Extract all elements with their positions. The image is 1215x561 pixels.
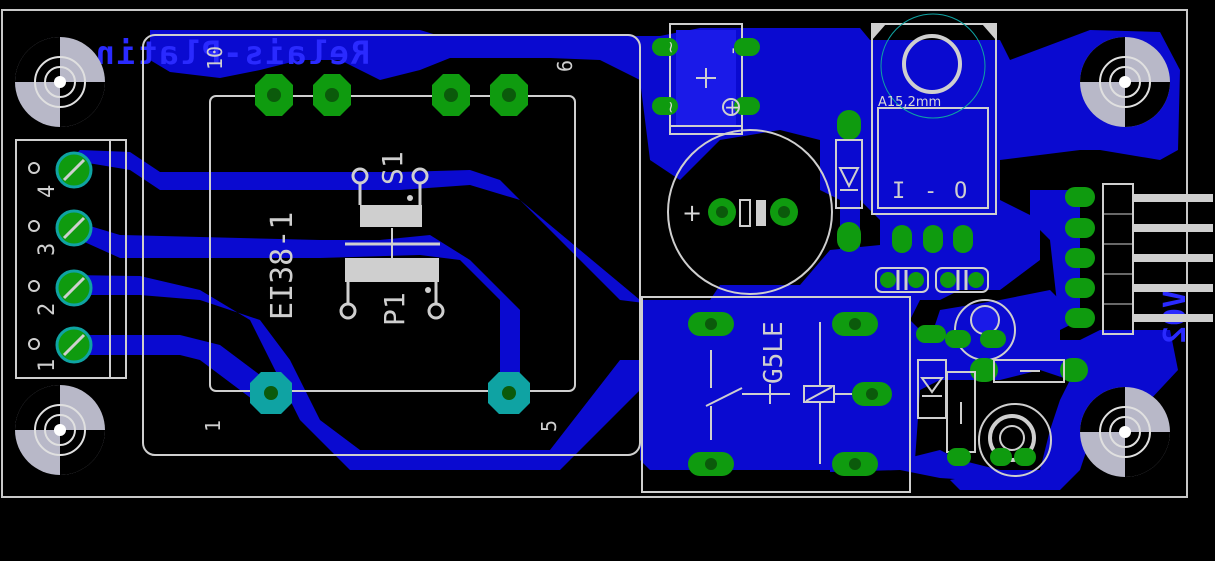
pin-header — [1065, 183, 1213, 335]
fuse-p1: P1 — [339, 258, 445, 326]
elko-plus: + — [682, 199, 702, 227]
screw-terminal: 4 3 2 1 — [15, 139, 127, 379]
bridge-rectifier: ~ - ~ + — [652, 23, 760, 135]
switch-s1: S1 — [345, 151, 440, 260]
transformer-name: EI38-1 — [265, 212, 300, 320]
mirrored-board-title: Relais-Platine — [72, 34, 370, 72]
mounting-hole-top-left — [15, 37, 105, 127]
relay-g5le: G5LE — [641, 296, 911, 493]
resistor-r1 — [970, 358, 1088, 383]
ceramic-capacitors — [875, 267, 989, 293]
bridge-ac2: ~ — [661, 101, 680, 114]
fuse-label: P1 — [378, 292, 411, 326]
board-outline — [1, 9, 1188, 498]
led — [978, 403, 1052, 477]
terminal-pin-2: 2 — [35, 303, 60, 316]
transformer-ei38: EI38-1 10 6 1 5 — [142, 34, 641, 456]
transformer-pin-6: 6 — [553, 60, 577, 72]
heatsink-label: A15,2mm — [878, 95, 941, 110]
transformer-pin-5: 5 — [537, 420, 561, 432]
regulator-pin-i: I — [892, 179, 905, 204]
voltage-regulator: A15,2mm I - O — [871, 13, 997, 253]
regulator-pin-o: O — [954, 179, 967, 204]
bridge-ac1: ~ — [661, 41, 680, 54]
relay-label: G5LE — [759, 321, 789, 384]
transformer-pin-1: 1 — [201, 420, 225, 432]
diode-d1 — [835, 110, 863, 252]
transistor — [945, 299, 1016, 361]
electrolytic-capacitor: + — [667, 129, 833, 295]
terminal-pin-1: 1 — [35, 359, 60, 372]
mounting-hole-bottom-right — [1080, 387, 1170, 477]
switch-label: S1 — [376, 151, 409, 185]
terminal-pin-3: 3 — [35, 243, 60, 256]
terminal-pin-4: 4 — [35, 185, 60, 198]
copper-layer — [70, 28, 1180, 490]
mounting-hole-bottom-left — [15, 385, 105, 475]
bridge-minus: - — [722, 48, 743, 55]
resistor-r2 — [946, 371, 976, 466]
transformer-pin-10: 10 — [203, 46, 227, 70]
regulator-pin-g: - — [924, 179, 937, 204]
mounting-hole-top-right — [1080, 37, 1170, 127]
